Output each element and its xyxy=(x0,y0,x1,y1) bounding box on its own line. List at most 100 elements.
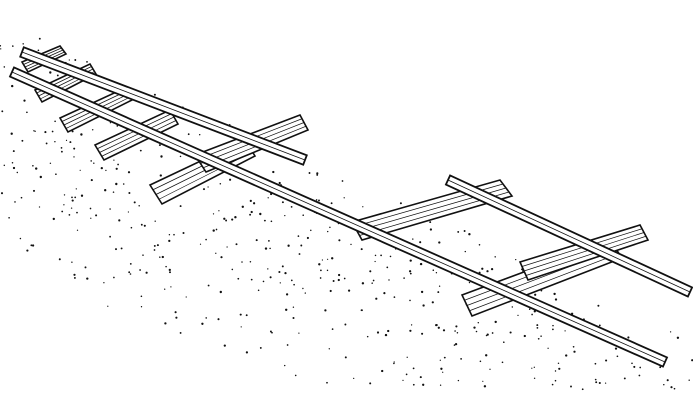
gravel-dot xyxy=(491,332,494,334)
gravel-dot xyxy=(90,160,92,162)
gravel-dot xyxy=(240,326,242,328)
gravel-dot xyxy=(341,180,344,182)
gravel-dot xyxy=(633,365,636,368)
gravel-dot xyxy=(442,329,446,332)
gravel-dot xyxy=(326,258,329,260)
gravel-dot xyxy=(252,202,256,205)
gravel-dot xyxy=(217,318,220,321)
gravel-dot xyxy=(403,277,405,279)
gravel-dot xyxy=(372,279,375,282)
gravel-dot xyxy=(234,216,237,219)
gravel-dot xyxy=(631,362,633,365)
gravel-dot xyxy=(71,196,73,199)
gravel-dot xyxy=(109,235,111,238)
gravel-dot xyxy=(173,233,175,236)
gravel-dot xyxy=(8,216,10,219)
gravel-dot xyxy=(344,323,347,326)
gravel-dot xyxy=(463,230,466,232)
gravel-dot xyxy=(68,59,70,61)
gravel-dot xyxy=(670,386,673,389)
gravel-dot xyxy=(249,261,252,263)
gravel-dot xyxy=(387,329,390,333)
gravel-dot xyxy=(422,383,425,386)
wooden-sleeper xyxy=(518,224,650,281)
gravel-dot xyxy=(552,328,554,331)
gravel-dot xyxy=(16,171,19,174)
gravel-dot xyxy=(328,348,330,350)
gravel-dot xyxy=(271,331,273,334)
gravel-dot xyxy=(360,309,363,312)
gravel-dot xyxy=(37,49,40,52)
gravel-dot xyxy=(269,330,272,333)
gravel-dot xyxy=(375,297,378,300)
gravel-dot xyxy=(350,243,352,246)
gravel-dot xyxy=(70,207,73,209)
gravel-dot xyxy=(21,139,24,142)
gravel-dot xyxy=(298,332,300,334)
gravel-dot xyxy=(298,253,301,255)
gravel-dot xyxy=(482,380,484,382)
gravel-dot xyxy=(332,280,335,282)
gravel-dot xyxy=(51,130,54,133)
gravel-dot xyxy=(673,387,676,390)
gravel-dot xyxy=(553,292,556,296)
gravel-dot xyxy=(60,147,63,149)
gravel-dot xyxy=(11,162,14,164)
gravel-dot xyxy=(431,301,434,304)
gravel-dot xyxy=(12,150,15,153)
gravel-dot xyxy=(73,273,76,276)
gravel-dot xyxy=(371,282,373,284)
gravel-dot xyxy=(158,144,161,147)
gravel-dot xyxy=(456,332,459,334)
gravel-dot xyxy=(321,259,323,261)
gravel-dot xyxy=(286,344,289,346)
gravel-dot xyxy=(104,189,107,192)
gravel-dot xyxy=(402,379,404,382)
gravel-dot xyxy=(140,295,143,298)
gravel-dot xyxy=(263,219,266,222)
gravel-dot xyxy=(533,366,535,368)
gravel-dot xyxy=(306,236,309,240)
gravel-dot xyxy=(454,330,456,332)
gravel-dot xyxy=(523,334,526,338)
gravel-dot xyxy=(31,244,35,247)
gravel-dot xyxy=(212,213,215,215)
gravel-dot xyxy=(353,377,355,380)
gravel-dot xyxy=(115,182,118,186)
gravel-dot xyxy=(267,197,269,199)
gravel-dot xyxy=(598,381,601,385)
gravel-dot xyxy=(159,256,161,258)
gravel-dot xyxy=(1,110,4,113)
gravel-dot xyxy=(165,265,167,268)
gravel-dot xyxy=(139,149,142,152)
gravel-dot xyxy=(486,270,489,273)
gravel-dot xyxy=(231,218,234,221)
gravel-dot xyxy=(666,379,669,382)
gravel-dot xyxy=(245,314,248,317)
gravel-dot xyxy=(540,335,542,337)
gravel-dot xyxy=(69,141,72,144)
gravel-dot xyxy=(511,306,514,308)
gravel-dot xyxy=(138,204,140,207)
gravel-dot xyxy=(316,172,319,175)
gravel-dot xyxy=(170,286,172,288)
gravel-dot xyxy=(169,271,171,274)
gravel-dot xyxy=(120,247,123,250)
gravel-dot xyxy=(61,210,64,213)
gravel-dot xyxy=(3,66,6,68)
gravel-dot xyxy=(39,175,42,179)
gravel-dot xyxy=(369,270,372,273)
gravel-dot xyxy=(38,37,41,40)
gravel-dot xyxy=(168,234,171,236)
gravel-dot xyxy=(112,191,115,193)
gravel-dot xyxy=(442,371,444,373)
gravel-dot xyxy=(443,356,446,359)
gravel-dot xyxy=(0,48,2,50)
gravel-dot xyxy=(128,191,131,195)
gravel-dot xyxy=(409,299,411,302)
gravel-dot xyxy=(100,166,103,170)
gravel-dot xyxy=(412,367,415,370)
gravel-dot xyxy=(360,248,363,251)
gravel-dot xyxy=(182,231,185,235)
